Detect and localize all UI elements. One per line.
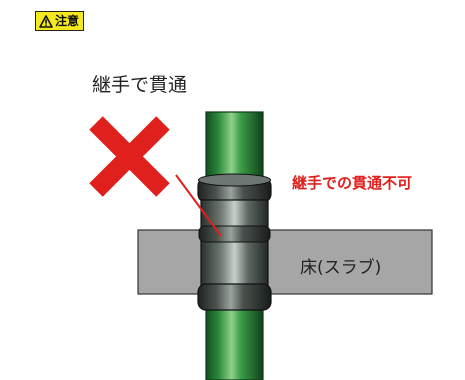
not-allowed-annotation: 継手での貫通不可 — [292, 174, 413, 192]
caution-badge: 注意 — [35, 11, 85, 31]
floor-slab — [137, 229, 433, 295]
slab-label: 床(スラブ) — [300, 258, 382, 278]
pipe-fitting — [197, 173, 272, 311]
warning-triangle-icon — [39, 14, 53, 28]
cross-x-icon — [89, 116, 170, 197]
leader-line — [175, 174, 222, 237]
caution-label: 注意 — [55, 14, 80, 28]
diagram-heading: 継手で貫通 — [92, 74, 188, 96]
